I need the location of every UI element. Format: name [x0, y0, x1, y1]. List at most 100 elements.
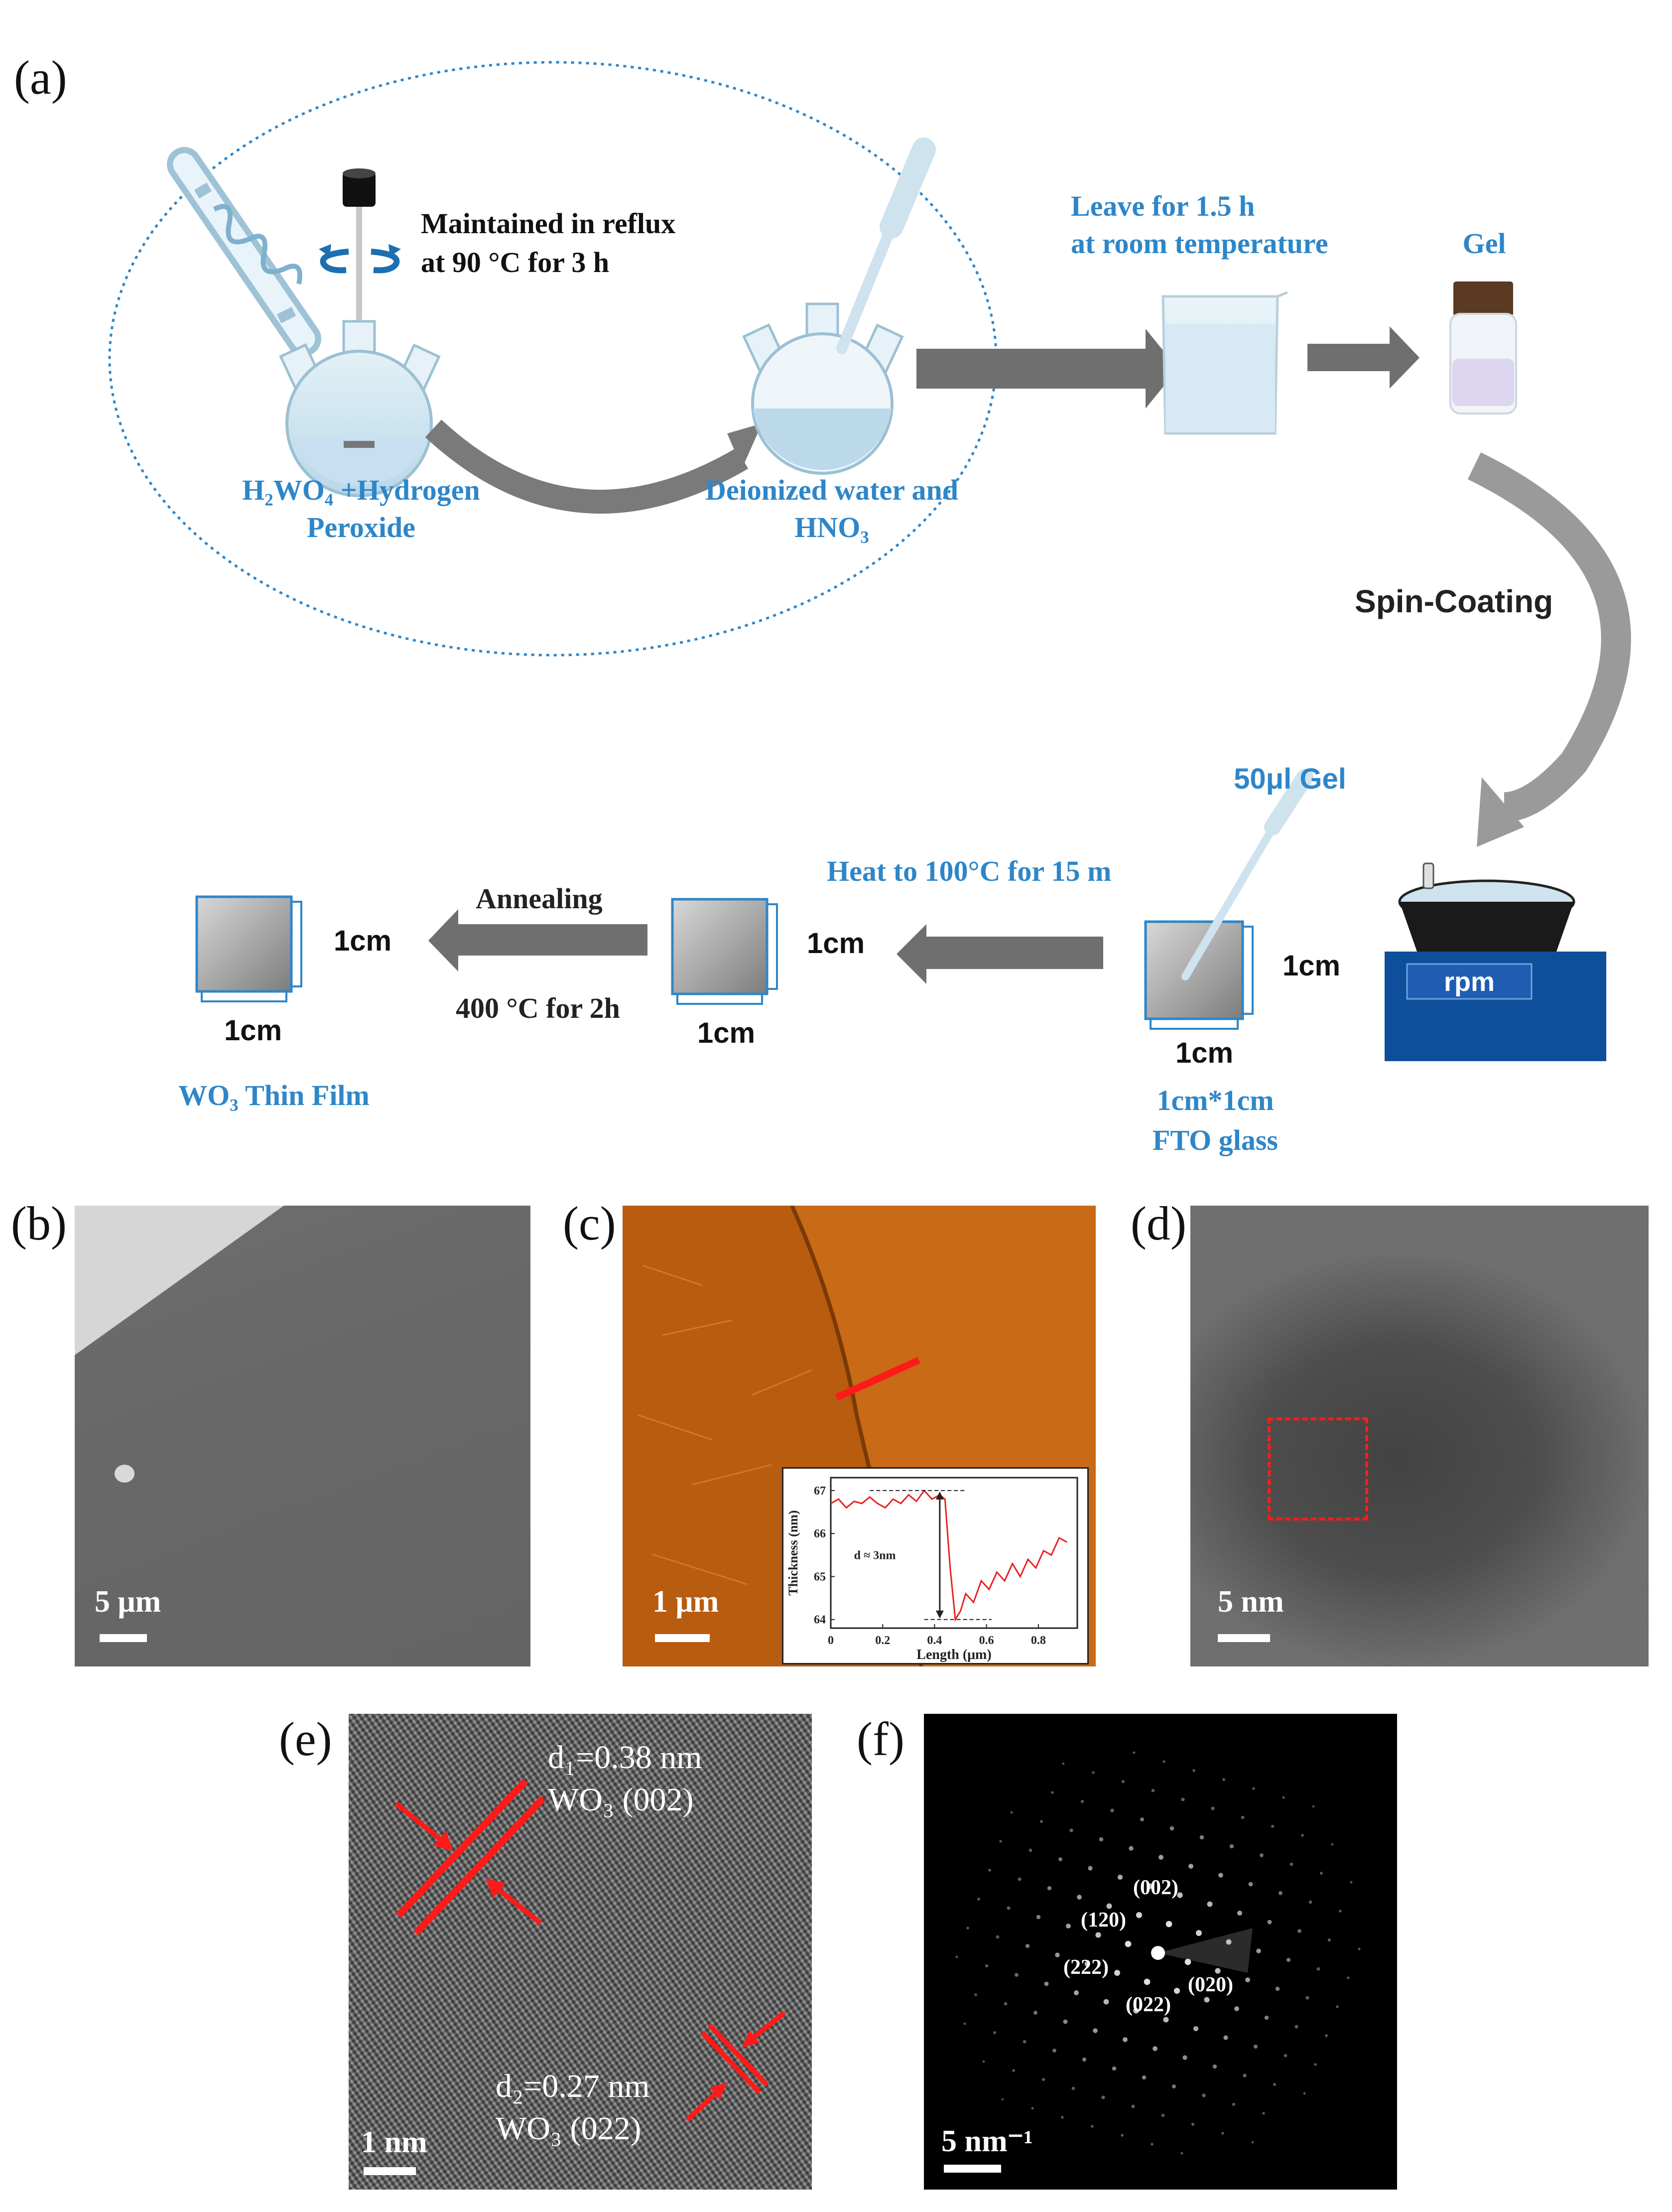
diffraction-spot [996, 1935, 1000, 1939]
panel-a-schematic [108, 61, 1631, 1061]
diffraction-spot [1181, 1797, 1185, 1801]
profile-line [830, 1489, 1067, 1622]
d2-label: d₂=0.27 nm [496, 2068, 650, 2104]
diffraction-spot [1289, 1862, 1293, 1866]
gel-label: Gel [1462, 227, 1506, 260]
diffraction-spot [1018, 1877, 1022, 1881]
panel-b-letter: (b) [11, 1197, 67, 1250]
diffraction-spot [1229, 1844, 1234, 1849]
diffraction-spot [1010, 1811, 1013, 1814]
diffraction-spot [1251, 2141, 1254, 2144]
diffraction-spot [1177, 1892, 1183, 1898]
annealing-arrow [428, 909, 647, 971]
x-tick-label: 0.6 [979, 1634, 994, 1647]
diffraction-spot [1044, 1981, 1049, 1986]
diffraction-spot [1117, 1874, 1123, 1880]
reagent1-line2: Peroxide [307, 511, 415, 544]
inset-plot-frame [830, 1477, 1078, 1629]
dim-label-mid-h: 1cm [807, 927, 865, 960]
reagent2-line1: Deionized water and [705, 474, 958, 506]
diffraction-spot [1031, 2107, 1034, 2110]
diffraction-spot [1069, 1828, 1073, 1832]
x-axis-label: Length (μm) [916, 1647, 991, 1662]
heat-label: Heat to 100°C for 15 m [827, 855, 1112, 887]
diffraction-spot [1099, 1837, 1104, 1842]
diffraction-spot [1207, 1901, 1213, 1907]
diffraction-spot [1015, 1973, 1019, 1977]
diffraction-spot [1103, 1999, 1109, 2005]
diffraction-spot [1273, 2082, 1277, 2086]
diffraction-spot [1211, 1806, 1215, 1810]
diffraction-spot [1163, 2017, 1169, 2023]
diffraction-spot [1286, 1957, 1291, 1962]
step-arrow-head-up [935, 1491, 944, 1500]
diffraction-spot [988, 1869, 991, 1872]
diffraction-spot [1264, 2015, 1269, 2020]
diffraction-spot [985, 1964, 989, 1968]
scale-label-b: 5 μm [95, 1585, 161, 1619]
diffraction-spot [1074, 1990, 1079, 1995]
spin-coater-icon [1385, 862, 1606, 1061]
diffraction-spot [1171, 2084, 1176, 2089]
diffraction-spot [1297, 1929, 1301, 1933]
panel-e-letter: (e) [279, 1712, 332, 1766]
diffraction-spot [1029, 1848, 1032, 1852]
x-tick-label: 0 [828, 1634, 834, 1647]
step-arrow-head-down [935, 1610, 944, 1619]
diffraction-spot [1114, 1970, 1120, 1976]
diffraction-spot [1316, 1967, 1320, 1971]
reagent2-line2: HNO₃ [794, 511, 869, 544]
spot-label-120: (120) [1081, 1909, 1126, 1932]
diffraction-spot [1327, 1938, 1331, 1942]
beaker-icon [1161, 291, 1288, 435]
central-beam-spot [1151, 1946, 1165, 1960]
diffraction-spot [1165, 1921, 1172, 1928]
diffraction-spot [1125, 1940, 1132, 1947]
saed-image: (002) (120) (222) (020) (022) 5 nm⁻¹ [924, 1714, 1397, 2190]
diffraction-spot [1262, 2112, 1265, 2115]
diffraction-spot [1271, 1824, 1275, 1828]
panel-c-letter: (c) [563, 1197, 616, 1250]
round-flask-icon [742, 302, 904, 475]
diffraction-spot [1106, 1903, 1112, 1909]
diffraction-spot [1347, 1976, 1350, 1979]
diffraction-spot [1158, 1855, 1163, 1860]
rotation-arrows-icon [319, 244, 401, 274]
diffraction-spot [1162, 1760, 1165, 1763]
annealing-condition: 400 °C for 2h [456, 992, 620, 1024]
diffraction-spot [1129, 1846, 1134, 1851]
diffraction-spot [1260, 1853, 1264, 1857]
diffraction-spot [1004, 2002, 1008, 2006]
diffraction-spot [1234, 2006, 1239, 2011]
lattice-markers [394, 1779, 786, 2122]
diffraction-spot [1173, 1987, 1180, 1994]
afm-profile-line [835, 1357, 920, 1401]
scale-bar-d [1218, 1634, 1270, 1642]
y-tick-label: 67 [814, 1485, 826, 1498]
diffraction-spot [1023, 2040, 1027, 2044]
to-beaker-arrow [916, 329, 1178, 409]
diffraction-spot [1248, 1882, 1253, 1887]
diffraction-pattern [955, 1751, 1361, 2155]
diffraction-spot [1110, 1808, 1114, 1812]
diffraction-spot [1151, 2143, 1154, 2146]
diffraction-spot [1051, 1791, 1054, 1794]
condenser-icon [167, 147, 321, 356]
diffraction-spot [1080, 1799, 1084, 1803]
diffraction-spot [1061, 2116, 1064, 2119]
hrtem-image: 5 nm [1190, 1206, 1649, 1666]
reagent1-line1: H₂WO₄ +Hydrogen [242, 474, 480, 506]
scale-bar-e [364, 2167, 416, 2175]
diffraction-spot [963, 2022, 966, 2025]
diffraction-spot [1136, 1912, 1143, 1919]
diffraction-spot [1121, 2134, 1124, 2137]
diffraction-spot [1066, 1924, 1071, 1929]
spot-label-002: (002) [1133, 1876, 1178, 1899]
diffraction-spot [966, 1927, 969, 1930]
y-tick-label: 65 [814, 1570, 826, 1583]
spot-label-222: (222) [1063, 1956, 1109, 1979]
diffraction-spot [1091, 2125, 1094, 2128]
dim-label-right-h: 1cm [1283, 950, 1341, 982]
diffraction-spot [1055, 1952, 1060, 1957]
diffraction-spot [1121, 1780, 1125, 1784]
